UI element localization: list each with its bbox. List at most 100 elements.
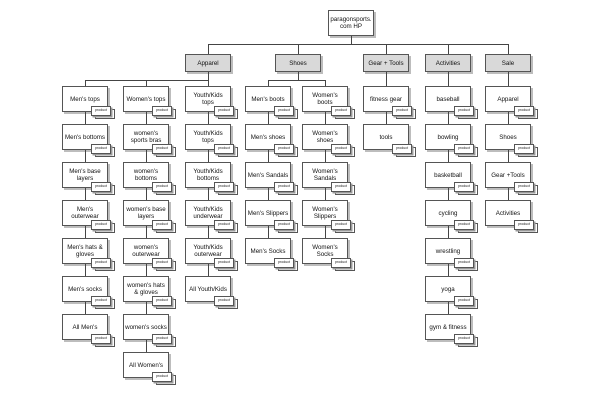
category-activities[interactable]: Activities bbox=[425, 54, 471, 72]
product-tag: product bbox=[214, 258, 234, 268]
connector-category-0 bbox=[208, 44, 209, 54]
product-tag: product bbox=[454, 106, 474, 116]
connector-item bbox=[85, 226, 86, 238]
connector-item bbox=[508, 188, 509, 200]
product-tag: product bbox=[514, 144, 534, 154]
product-tag: product bbox=[454, 182, 474, 192]
product-tag: product bbox=[454, 220, 474, 230]
product-tag: product bbox=[454, 258, 474, 268]
page-node-label: Men's hats & gloves bbox=[62, 238, 108, 264]
connector-item bbox=[386, 112, 387, 124]
connector-sub-bar-0 bbox=[85, 80, 209, 81]
product-tag: product bbox=[152, 182, 172, 192]
connector-column-3-0 bbox=[448, 80, 449, 86]
connector-item bbox=[146, 188, 147, 200]
product-tag: product bbox=[214, 220, 234, 230]
page-node-label: women's bottoms bbox=[123, 162, 169, 188]
connector-item bbox=[208, 150, 209, 162]
connector-item bbox=[85, 188, 86, 200]
product-tag: product bbox=[91, 106, 111, 116]
connector-column-1-1 bbox=[325, 80, 326, 86]
connector-item bbox=[146, 340, 147, 352]
category-sale[interactable]: Sale bbox=[485, 54, 531, 72]
category-shoes[interactable]: Shoes bbox=[275, 54, 321, 72]
product-tag: product bbox=[331, 182, 351, 192]
connector-item bbox=[208, 112, 209, 124]
connector-item bbox=[85, 302, 86, 314]
page-node-label: Youth/Kids tops bbox=[185, 86, 231, 112]
connector-item bbox=[448, 150, 449, 162]
category-shoes-label: Shoes bbox=[275, 54, 321, 72]
connector-item bbox=[85, 264, 86, 276]
product-tag: product bbox=[514, 106, 534, 116]
connector-category-4 bbox=[508, 44, 509, 54]
category-sale-label: Sale bbox=[485, 54, 531, 72]
connector-item bbox=[448, 264, 449, 276]
connector-item bbox=[85, 112, 86, 124]
connector-item bbox=[448, 112, 449, 124]
category-activities-label: Activities bbox=[425, 54, 471, 72]
connector-category-drop-3 bbox=[448, 72, 449, 80]
root-homepage-label: paragonsports. com HP bbox=[328, 10, 374, 36]
product-tag: product bbox=[214, 296, 234, 306]
page-node-label: Men's Socks bbox=[245, 238, 291, 264]
product-tag: product bbox=[331, 220, 351, 230]
product-tag: product bbox=[454, 334, 474, 344]
category-gear-tools[interactable]: Gear + Tools bbox=[363, 54, 409, 72]
category-apparel[interactable]: Apparel bbox=[185, 54, 231, 72]
connector-category-drop-4 bbox=[508, 72, 509, 80]
connector-category-drop-0 bbox=[208, 72, 209, 80]
product-tag: product bbox=[214, 106, 234, 116]
connector-root-stem bbox=[351, 36, 352, 44]
product-tag: product bbox=[274, 258, 294, 268]
connector-item bbox=[448, 188, 449, 200]
connector-column-0-2 bbox=[208, 80, 209, 86]
root-homepage[interactable]: paragonsports. com HP bbox=[328, 10, 374, 36]
product-tag: product bbox=[214, 144, 234, 154]
